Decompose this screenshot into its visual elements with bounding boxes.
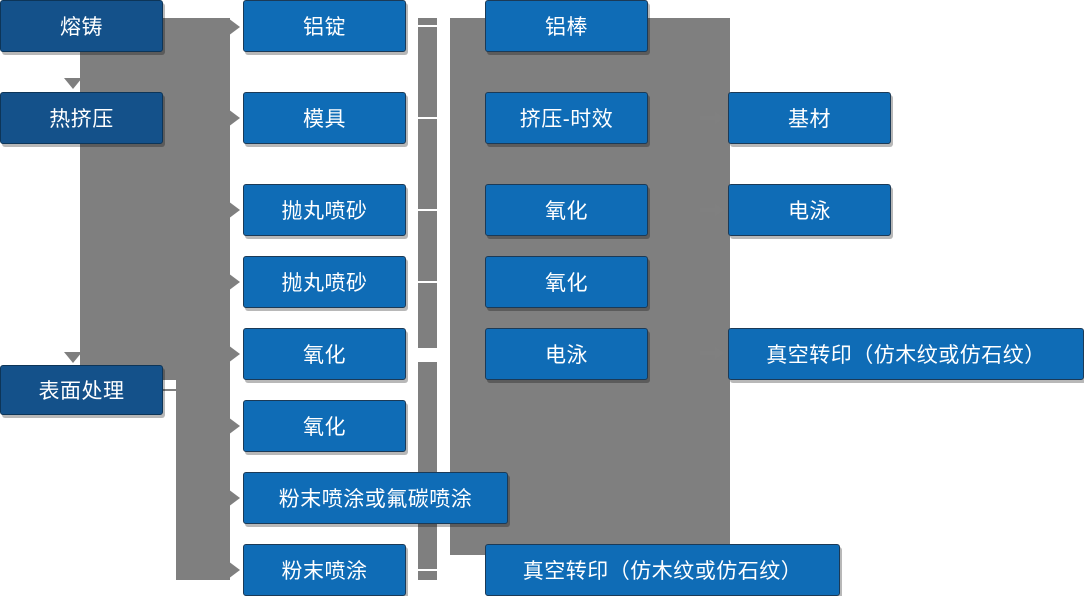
link-tick-5: [418, 352, 460, 354]
node-vacuum-transfer-1[interactable]: 真空转印（仿木纹或仿石纹）: [485, 544, 840, 596]
node-substrate[interactable]: 基材: [728, 92, 891, 144]
node-hot-extrusion[interactable]: 热挤压: [0, 92, 163, 144]
node-surface-treatment[interactable]: 表面处理: [0, 365, 163, 415]
node-label: 基材: [788, 108, 831, 131]
node-aluminum-bar[interactable]: 铝棒: [485, 0, 648, 52]
stage-arrow-to-hot-extrusion: [64, 78, 82, 89]
node-label: 粉末喷涂或氟碳喷涂: [278, 488, 473, 511]
node-powder-or-fluorocarbon[interactable]: 粉末喷涂或氟碳喷涂: [243, 472, 508, 524]
node-label: 挤压-时效: [519, 108, 614, 131]
node-label: 热挤压: [49, 108, 114, 131]
node-label: 铝棒: [545, 16, 588, 39]
node-oxidation-2[interactable]: 氧化: [243, 400, 406, 452]
link-tick-6: [418, 569, 460, 571]
fanout-arrow-3: [228, 201, 240, 219]
node-label: 氧化: [545, 272, 588, 295]
node-label: 模具: [303, 108, 346, 131]
node-aluminum-ingot[interactable]: 铝锭: [243, 0, 406, 52]
process-arrow-to-vacuum-transfer: [700, 347, 724, 359]
link-tick-3: [418, 209, 460, 211]
fanout-arrow-6: [228, 417, 240, 435]
node-label: 抛丸喷砂: [281, 200, 368, 223]
fanout-arrow-5: [228, 345, 240, 363]
node-label: 表面处理: [38, 380, 125, 403]
node-melt-cast[interactable]: 熔铸: [0, 0, 163, 52]
node-extrusion-aging[interactable]: 挤压-时效: [485, 92, 648, 144]
surface-treatment-connector-stub: [160, 389, 186, 391]
node-label: 氧化: [545, 200, 588, 223]
fanout-arrow-2: [228, 109, 240, 127]
column-link-bar-upper: [418, 18, 437, 348]
fanout-arrow-7: [228, 489, 240, 507]
column-link-bar-lower: [418, 362, 437, 580]
node-label: 电泳: [788, 200, 831, 223]
stage-spine-band: [80, 18, 176, 380]
process-arrow-to-substrate: [700, 112, 724, 124]
stage-arrow-to-surface-treatment: [64, 352, 82, 363]
node-label: 真空转印（仿木纹或仿石纹）: [766, 344, 1046, 367]
link-tick-2: [418, 117, 460, 119]
node-oxidation-3[interactable]: 氧化: [485, 184, 648, 236]
node-powder-coating[interactable]: 粉末喷涂: [243, 544, 406, 596]
link-tick-1: [418, 25, 460, 27]
node-label: 粉末喷涂: [281, 560, 368, 583]
node-oxidation-4[interactable]: 氧化: [485, 256, 648, 308]
fanout-arrow-4: [228, 273, 240, 291]
inputs-fanout-band: [176, 18, 230, 580]
node-electrophoresis-1[interactable]: 电泳: [485, 328, 648, 380]
node-oxidation-1[interactable]: 氧化: [243, 328, 406, 380]
node-label: 真空转印（仿木纹或仿石纹）: [522, 560, 803, 583]
node-label: 氧化: [303, 344, 346, 367]
fanout-arrow-8: [228, 561, 240, 579]
node-shot-blasting-2[interactable]: 抛丸喷砂: [243, 256, 406, 308]
process-arrow-to-electrophoresis: [700, 204, 724, 216]
link-tick-4: [418, 281, 460, 283]
node-shot-blasting-1[interactable]: 抛丸喷砂: [243, 184, 406, 236]
fanout-arrow-1: [228, 18, 240, 36]
node-label: 氧化: [303, 416, 346, 439]
node-label: 电泳: [545, 344, 588, 367]
node-label: 熔铸: [60, 16, 103, 39]
node-mold[interactable]: 模具: [243, 92, 406, 144]
node-electrophoresis-2[interactable]: 电泳: [728, 184, 891, 236]
node-label: 铝锭: [303, 16, 346, 39]
node-label: 抛丸喷砂: [281, 272, 368, 295]
node-vacuum-transfer-2[interactable]: 真空转印（仿木纹或仿石纹）: [728, 328, 1084, 380]
